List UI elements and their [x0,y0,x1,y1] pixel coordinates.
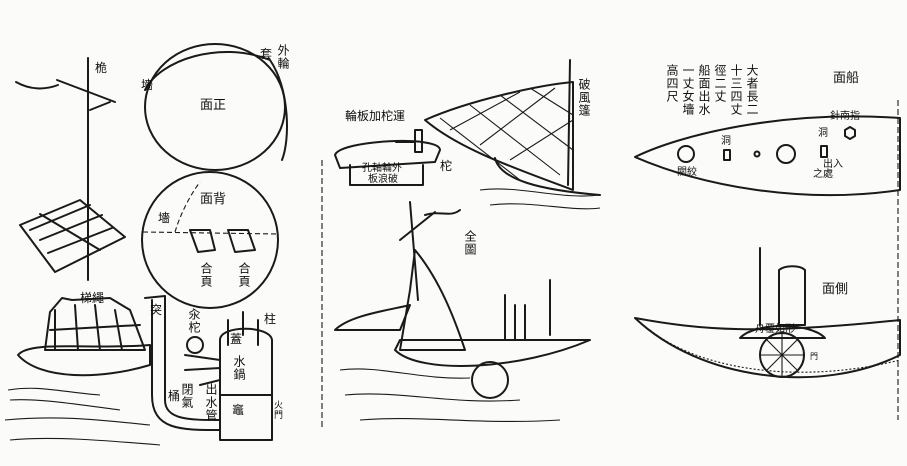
full-view-waves [339,368,561,422]
label-rudder: 柁 [440,159,453,173]
label-rudder-wheel-title: 輪板加柁運 [345,109,406,123]
label-rope-ladder: 梯繩 [80,291,105,305]
label-fire-door: 火門 [272,400,282,420]
label-wall-back: 墻 [158,211,171,225]
wave-board-box [349,164,424,186]
dimension-line-2: 十三四丈 [729,64,743,116]
left-panel-drawing [4,43,288,446]
sail-mast [567,59,571,186]
label-wall-top: 墻 [141,78,154,92]
label-deck-view: 面船 [833,71,860,86]
label-chimney: 突 [150,303,163,317]
label-entrance-2: 之處 [813,169,833,180]
dimension-line-1: 大者長二 [745,64,759,116]
label-hatch-1: 洞 [721,136,731,147]
winch-circle [677,145,695,163]
label-mast: 桅 [95,61,108,75]
paddle-spokes [760,333,804,377]
label-full-view: 全圖 [463,230,477,256]
water-waves [4,387,161,446]
dimension-line-4: 船面出水 [697,64,711,116]
label-axle-hole: 孔軸輪外 [362,163,402,174]
hull-hatching [649,329,901,373]
label-shaped-like: 舟覆如形 [755,324,795,335]
label-side-view: 面側 [822,282,849,297]
label-winch: 關絞 [677,167,697,178]
dimension-line-6: 高四尺 [665,64,679,103]
compass-box [844,126,856,140]
label-outer-wheel: 外輪 [276,44,290,70]
label-water-boiler: 水鍋 [232,355,246,381]
label-front-face: 面正 [200,98,227,113]
label-wind-sail: 破風篷 [577,78,591,117]
boiler-pipes [184,354,221,386]
paddle-float [471,361,509,399]
label-hinge-2: 合頁 [237,262,251,288]
label-entrance-1: 出入 [823,159,843,170]
solar-panel [19,199,126,273]
dimension-line-5: 一丈女墻 [681,64,695,116]
side-sail [334,304,411,331]
label-steam-valve: 汆柁 [187,308,201,334]
full-view-sail [399,249,466,351]
wind-sail [424,81,574,191]
hatch-1-box [723,149,731,161]
label-bucket: 桶 [168,389,181,403]
label-outlet-pipe: 出水管 [204,383,218,422]
full-view-hull [394,339,591,367]
pennant [15,79,116,111]
side-hull [634,317,901,379]
label-air-valve: 閉氣 [180,383,194,409]
label-cover: 套 [260,47,273,61]
sail-mesh [439,87,574,181]
label-back-face: 面背 [200,192,227,207]
right-panel-drawing [634,100,901,420]
label-hatch-2: 洞 [818,128,828,139]
boat-hull [17,344,151,377]
label-hinge-1: 合頁 [199,262,213,288]
hinge-plates [189,229,256,253]
label-stove: 竈 [232,403,245,417]
boiler-pillars [227,311,259,346]
label-wave-board: 板浪破 [368,174,398,185]
funnel-hole [776,144,796,164]
label-pillar: 柱 [264,312,277,326]
chimney-pipe [144,295,221,431]
outer-wheel-rim [144,51,288,161]
deck-outline [634,115,901,197]
ladder-rungs [49,304,141,351]
ladder-frame [44,297,146,351]
sail-waves [479,188,601,210]
label-compass: 針南指 [830,111,860,122]
side-funnel [778,265,806,326]
rudder-axle [395,129,423,153]
hatch-2-box [820,145,828,158]
deck-hole [753,150,761,158]
full-view-flag [399,209,461,241]
full-view-funnel [504,279,551,341]
back-wheel-circle [141,171,279,309]
paddle-box [739,325,826,339]
dimension-line-3: 徑二丈 [713,64,727,103]
sail-boat-hull [494,157,601,196]
label-lid: 蓋 [230,332,243,346]
middle-panel-drawing [321,59,601,430]
valve-ball [186,336,204,354]
label-door: 門 [810,352,818,361]
